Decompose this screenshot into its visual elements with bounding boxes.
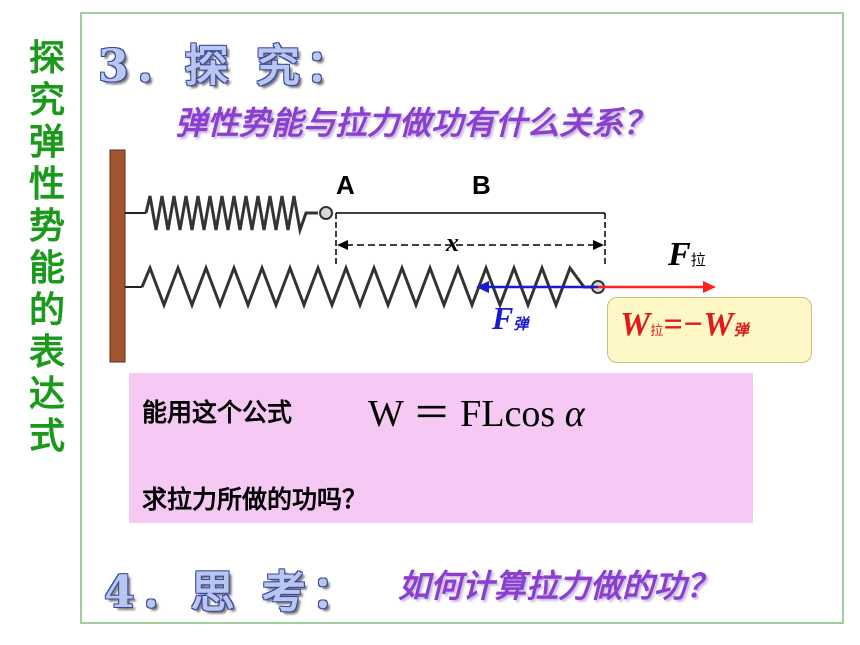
section4-heading: 4．思 考： [104,567,362,618]
displacement-label: x [446,228,459,257]
work-relation-text: W拉=−W弹 [620,306,749,343]
side-title-char: 的 [28,290,65,331]
side-title: 探 究 弹 性 势 能 的 表 达 式 [18,38,76,458]
section3-question: 弹性势能与拉力做功有什么关系？ [175,104,656,142]
formula-box [129,373,753,523]
top-spring [144,195,318,236]
section4-question: 如何计算拉力做的功？ [398,567,719,605]
spring-force-label: F弹 [492,300,529,336]
side-title-char: 弹 [28,122,65,163]
side-title-char: 表 [28,332,65,373]
formula-question: 求拉力所做的功吗？ [142,485,368,514]
side-title-char: 能 [28,248,65,289]
side-title-char: 式 [28,416,65,457]
side-title-char: 探 [28,38,65,79]
point-b-label: B [472,170,491,200]
side-title-char: 性 [28,164,65,205]
side-title-char: 势 [28,206,65,247]
wall [109,149,126,363]
pull-force-label: F拉 [668,236,706,273]
side-title-char: 究 [28,80,65,121]
point-a-label: A [336,170,355,200]
formula-label: 能用这个公式 [142,398,293,427]
side-title-char: 达 [28,374,65,415]
work-relation-box [607,297,812,363]
work-formula: W ＝ FLcos α [368,393,585,435]
content-frame [80,12,844,624]
section3-heading: 3．探 究： [98,41,356,92]
top-spring-end [319,206,333,220]
